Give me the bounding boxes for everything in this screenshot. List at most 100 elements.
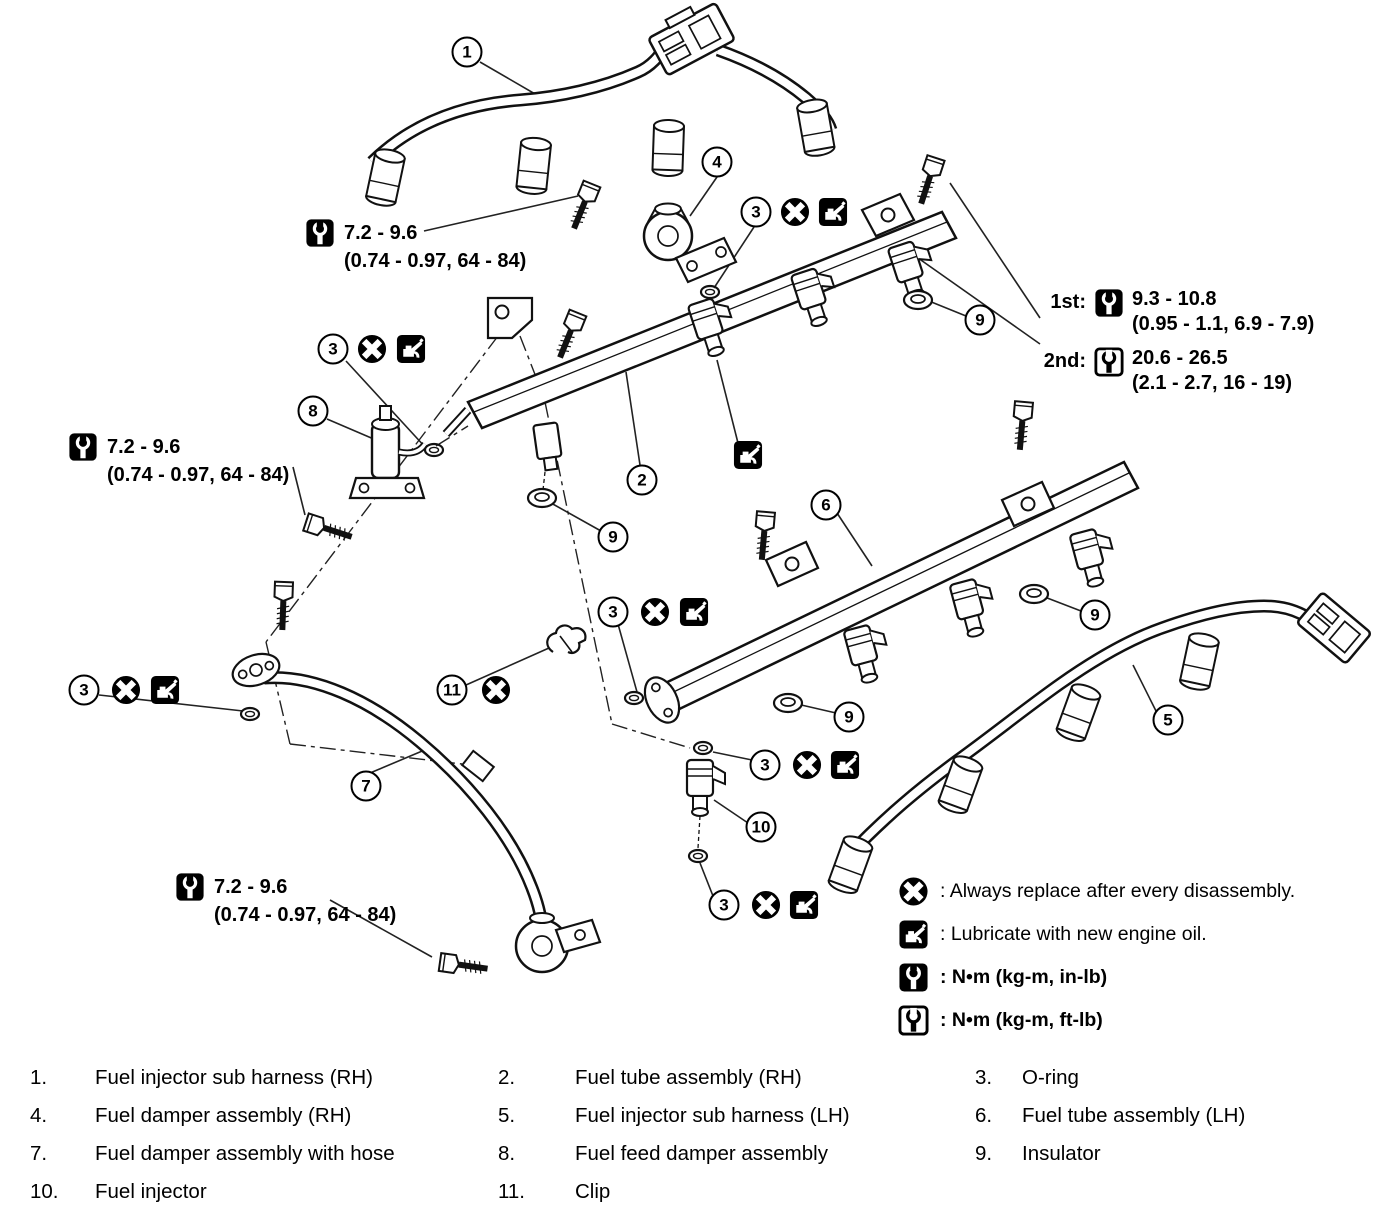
replace-icon bbox=[792, 750, 823, 781]
callout-9: 9 bbox=[964, 304, 996, 336]
part-number: 8. bbox=[498, 1142, 516, 1165]
callout-3: 3 bbox=[597, 596, 629, 628]
torque-sub-value: (0.74 - 0.97, 64 - 84) bbox=[107, 464, 290, 486]
part-number: 3. bbox=[975, 1066, 993, 1089]
callout-11: 11 bbox=[436, 674, 468, 706]
replace-icon bbox=[751, 890, 782, 921]
staged-torque-row: 1st: 9.3 - 10.8 (0.95 - 1.1, 6.9 - 7.9) bbox=[1036, 288, 1314, 336]
legend-text: : Lubricate with new engine oil. bbox=[940, 923, 1207, 945]
part-number: 1. bbox=[30, 1066, 48, 1089]
legend-text: : N•m (kg-m, ft-lb) bbox=[940, 1009, 1103, 1031]
replace-icon bbox=[640, 597, 671, 628]
part-label: Fuel tube assembly (LH) bbox=[1022, 1104, 1246, 1127]
part-fuel-injector-sub-harness-rh bbox=[363, 2, 838, 210]
torque-ftlb-icon bbox=[1094, 347, 1124, 377]
part-clip bbox=[546, 624, 587, 654]
torque-sub-value: (0.95 - 1.1, 6.9 - 7.9) bbox=[1132, 313, 1315, 335]
part-label: O-ring bbox=[1022, 1066, 1079, 1089]
callout-9: 9 bbox=[1079, 599, 1111, 631]
part-number: 6. bbox=[975, 1104, 993, 1127]
callout-1: 1 bbox=[451, 36, 483, 68]
part-number: 5. bbox=[498, 1104, 516, 1127]
torque-note: 7.2 - 9.6 (0.74 - 0.97, 64 - 84) bbox=[175, 872, 396, 927]
legend-row: : Always replace after every disassembly… bbox=[898, 876, 1295, 907]
lubricate-icon bbox=[733, 440, 764, 471]
torque-value: 7.2 - 9.6 bbox=[214, 875, 288, 898]
callout-9: 9 bbox=[833, 701, 865, 733]
legend-text: : N•m (kg-m, in-lb) bbox=[940, 966, 1108, 988]
part-number: 7. bbox=[30, 1142, 48, 1165]
callout-6: 6 bbox=[810, 489, 842, 521]
part-label: Fuel feed damper assembly bbox=[575, 1142, 828, 1165]
torque-value: 7.2 - 9.6 bbox=[107, 435, 181, 458]
part-fuel-tube-assembly-lh bbox=[643, 460, 1140, 724]
part-number: 11. bbox=[498, 1180, 525, 1203]
staged-torque-note: 1st: 9.3 - 10.8 (0.95 - 1.1, 6.9 - 7.9) 2nd… bbox=[1036, 288, 1314, 406]
legend-row: : N•m (kg-m, in-lb) bbox=[898, 962, 1295, 993]
part-label: Insulator bbox=[1022, 1142, 1101, 1165]
lubricate-icon bbox=[396, 334, 427, 365]
part-fuel-injector bbox=[685, 758, 727, 849]
part-label: Fuel injector sub harness (RH) bbox=[95, 1066, 373, 1089]
callout-10: 10 bbox=[745, 811, 777, 843]
lubricate-icon bbox=[818, 197, 849, 228]
callout-3: 3 bbox=[740, 196, 772, 228]
legend: : Always replace after every disassembly… bbox=[898, 876, 1295, 1048]
part-label: Fuel injector sub harness (LH) bbox=[575, 1104, 850, 1127]
part-number: 4. bbox=[30, 1104, 48, 1127]
part-fuel-tube-assembly-rh bbox=[442, 192, 958, 491]
callout-8: 8 bbox=[297, 395, 329, 427]
callout-4: 4 bbox=[701, 146, 733, 178]
stage-label: 2nd: bbox=[1043, 350, 1086, 372]
part-number: 10. bbox=[30, 1180, 59, 1203]
callout-3: 3 bbox=[708, 889, 740, 921]
part-label: Fuel damper assembly (RH) bbox=[95, 1104, 352, 1127]
torque-inlb-icon bbox=[305, 218, 335, 248]
callout-3: 3 bbox=[68, 674, 100, 706]
part-number: 9. bbox=[975, 1142, 993, 1165]
lubricate-icon bbox=[830, 750, 861, 781]
callout-9: 9 bbox=[597, 521, 629, 553]
replace-icon bbox=[357, 334, 388, 365]
part-label: Clip bbox=[575, 1180, 611, 1203]
part-label: Fuel tube assembly (RH) bbox=[575, 1066, 802, 1089]
torque-sub-value: (0.74 - 0.97, 64 - 84) bbox=[214, 904, 397, 926]
part-label: Fuel injector bbox=[95, 1180, 207, 1203]
legend-row: : N•m (kg-m, ft-lb) bbox=[898, 1005, 1295, 1036]
replace-icon bbox=[111, 675, 142, 706]
part-fuel-injector-sub-harness-lh bbox=[825, 592, 1371, 898]
callout-2: 2 bbox=[626, 464, 658, 496]
staged-torque-row: 2nd: 20.6 - 26.5 (2.1 - 2.7, 16 - 19) bbox=[1036, 347, 1314, 395]
replace-icon bbox=[898, 876, 929, 907]
torque-ftlb-icon bbox=[898, 1005, 929, 1036]
lubricate-icon bbox=[898, 919, 929, 950]
lubricate-icon bbox=[789, 890, 820, 921]
torque-note: 7.2 - 9.6 (0.74 - 0.97, 64 - 84) bbox=[68, 432, 289, 487]
torque-value: 9.3 - 10.8 bbox=[1132, 288, 1217, 310]
torque-value: 20.6 - 26.5 bbox=[1132, 347, 1228, 369]
legend-text: : Always replace after every disassembly… bbox=[940, 880, 1296, 902]
replace-icon bbox=[481, 675, 512, 706]
stage-label: 1st: bbox=[1050, 291, 1086, 313]
legend-row: : Lubricate with new engine oil. bbox=[898, 919, 1295, 950]
torque-inlb-icon bbox=[898, 962, 929, 993]
torque-sub-value: (2.1 - 2.7, 16 - 19) bbox=[1132, 372, 1293, 394]
callout-5: 5 bbox=[1152, 704, 1184, 736]
torque-note: 7.2 - 9.6 (0.74 - 0.97, 64 - 84) bbox=[305, 218, 526, 273]
part-number: 2. bbox=[498, 1066, 516, 1089]
torque-sub-value: (0.74 - 0.97, 64 - 84) bbox=[344, 250, 527, 272]
torque-inlb-icon bbox=[175, 872, 205, 902]
callout-3: 3 bbox=[749, 749, 781, 781]
callout-3: 3 bbox=[317, 333, 349, 365]
lubricate-icon bbox=[150, 675, 181, 706]
replace-icon bbox=[780, 197, 811, 228]
part-fuel-damper-assembly-with-hose bbox=[231, 652, 602, 974]
torque-value: 7.2 - 9.6 bbox=[344, 221, 418, 244]
callout-7: 7 bbox=[350, 770, 382, 802]
lubricate-icon bbox=[679, 597, 710, 628]
torque-inlb-icon bbox=[68, 432, 98, 462]
part-label: Fuel damper assembly with hose bbox=[95, 1142, 395, 1165]
